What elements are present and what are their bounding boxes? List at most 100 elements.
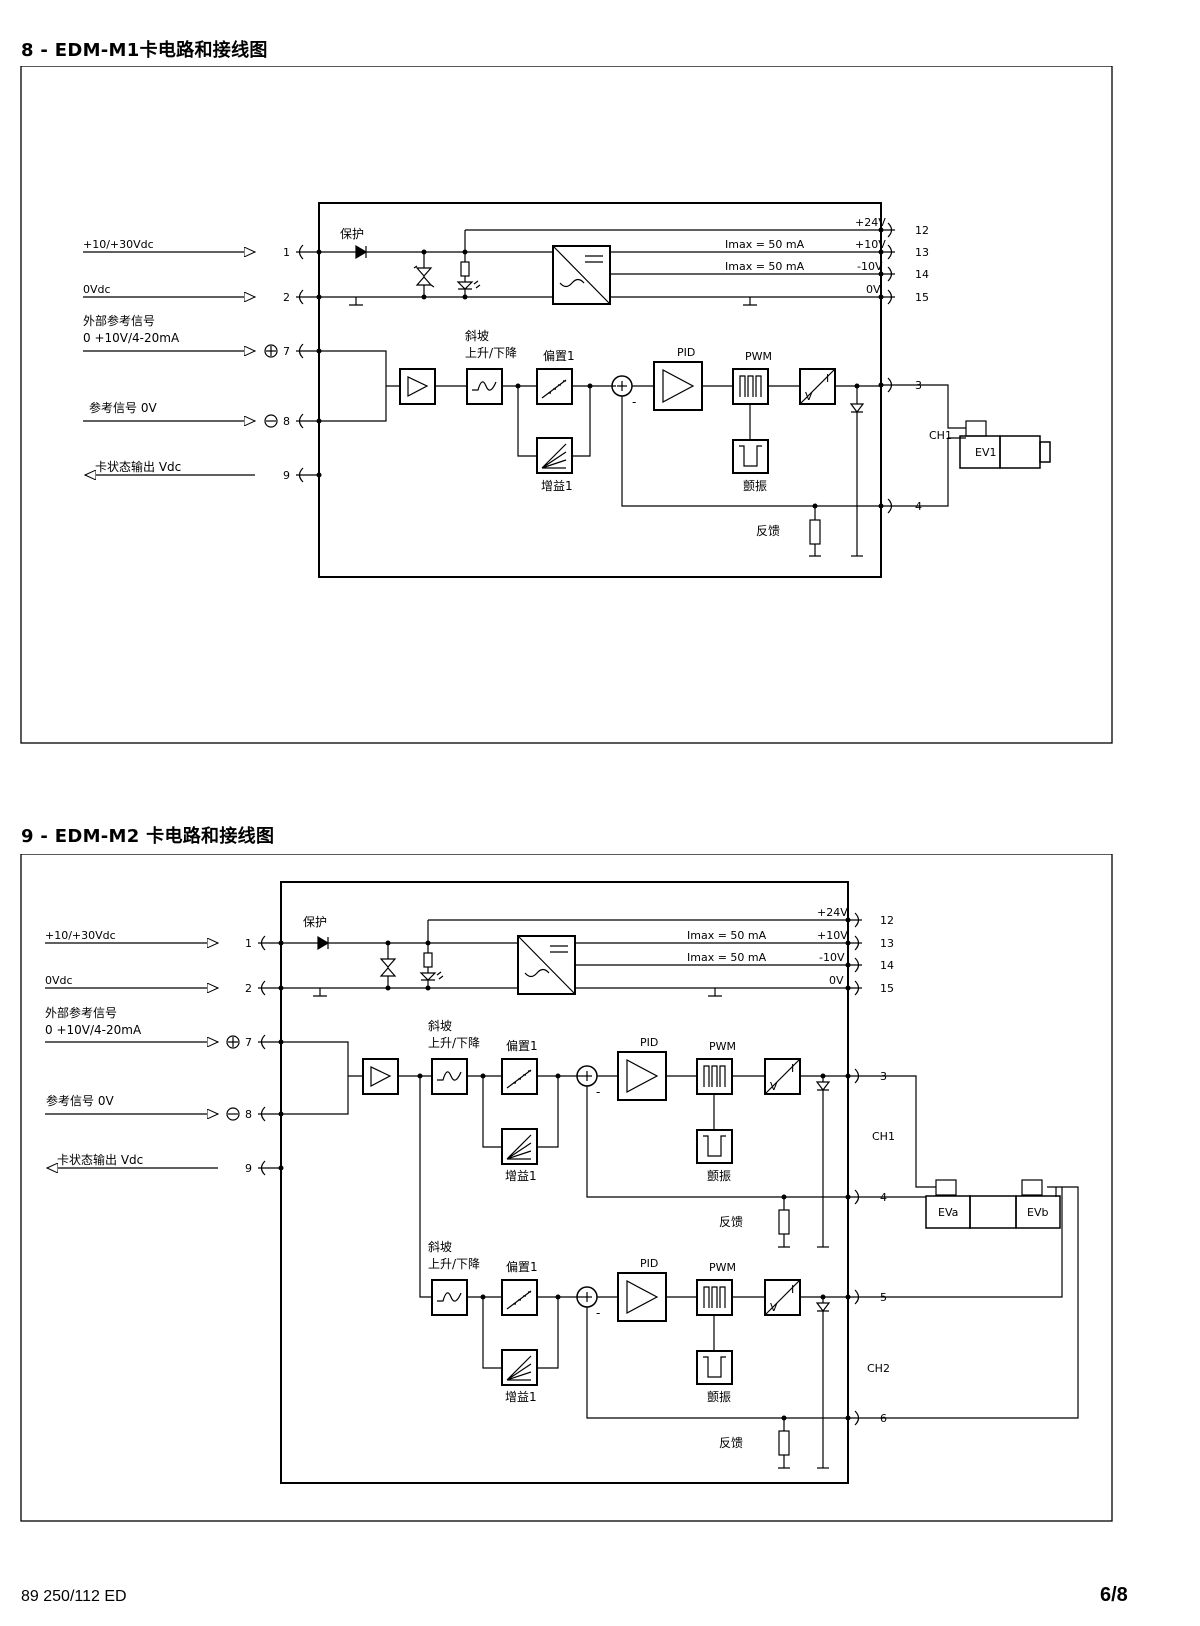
protection-label-2: 保护 <box>303 915 327 929</box>
terminal-9-label: 9 <box>283 469 290 482</box>
terminal-3-label: 3 <box>915 379 922 392</box>
feedback-resistor-1 <box>809 519 821 545</box>
pwm-block-b <box>696 1279 733 1316</box>
minus-symbol-circle <box>264 414 278 428</box>
offset-label-a: 偏置1 <box>506 1038 538 1053</box>
imax2-label: Imax = 50 mA <box>725 260 805 273</box>
ramp-block-b <box>431 1279 468 1316</box>
ramp-block-a <box>431 1058 468 1095</box>
eva-label: EVa <box>938 1206 958 1219</box>
terminal-1-label-2: 1 <box>245 937 252 950</box>
gain-block-a <box>501 1128 538 1165</box>
terminal-7-label: 7 <box>283 345 290 358</box>
minus-sign-a: - <box>596 1085 600 1099</box>
pwm-label-b: PWM <box>709 1261 736 1274</box>
protection-diode-2 <box>317 935 330 951</box>
ch1-label: CH1 <box>929 429 952 442</box>
section-title-edm-m1: 8 - EDM-M1卡电路和接线图 <box>21 40 268 61</box>
terminal-13-label-2: 13 <box>880 937 894 950</box>
offset-block-a <box>501 1058 538 1095</box>
terminal-2-connector <box>296 289 319 305</box>
eva-connector <box>935 1179 957 1196</box>
terminal-7-label-2: 7 <box>245 1036 252 1049</box>
ext-ref-label: 外部参考信号 <box>83 313 155 328</box>
minus10-label: -10V <box>857 260 883 273</box>
terminal-13-label: 13 <box>915 246 929 259</box>
terminal-15-label-2: 15 <box>880 982 894 995</box>
gain-block-1 <box>536 437 573 474</box>
led-resistor <box>460 261 470 277</box>
evb-connector <box>1021 1179 1043 1196</box>
terminal-9-label-2: 9 <box>245 1162 252 1175</box>
vi-i-label-a: I <box>791 1062 794 1075</box>
terminal-14-label: 14 <box>915 268 929 281</box>
pid-block-b <box>617 1272 667 1322</box>
terminal-4-label: 4 <box>915 500 922 513</box>
minus10-label-2: -10V <box>819 951 845 964</box>
terminal-1-label: 1 <box>283 246 290 259</box>
zero-v-label-2: 0V <box>829 974 844 987</box>
terminal-14-label-2: 14 <box>880 959 894 972</box>
ramp-label-a: 斜坡 <box>428 1019 452 1033</box>
offset-block-b <box>501 1279 538 1316</box>
pid-block-1 <box>653 361 703 411</box>
vi-i-label: I <box>826 372 829 385</box>
terminal-4-label-2: 4 <box>880 1191 887 1204</box>
card-box-2 <box>280 881 849 1484</box>
clamp-diode-1 <box>849 403 865 413</box>
terminal-15-label: 15 <box>915 291 929 304</box>
vi-v-label-b: V <box>770 1301 778 1314</box>
terminal-3-label-2: 3 <box>880 1070 887 1083</box>
plus10-label-2: +10V <box>817 929 848 942</box>
pwm-block-1 <box>732 368 769 405</box>
evb-coil <box>1015 1195 1061 1229</box>
dither-block-a <box>696 1129 733 1164</box>
gain-label-a: 增益1 <box>505 1169 537 1183</box>
ramp-updown-label-b: 上升/下降 <box>428 1257 480 1271</box>
vi-v-label-a: V <box>770 1080 778 1093</box>
pid-label-a: PID <box>640 1036 658 1049</box>
plus-symbol-circle <box>264 344 278 358</box>
zero-label-2: 0Vdc <box>45 974 73 987</box>
offset-label-b: 偏置1 <box>506 1259 538 1274</box>
ch1-label-2: CH1 <box>872 1130 895 1143</box>
ext-ref-range-label-2: 0 +10V/4-20mA <box>45 1023 142 1037</box>
led-indicator <box>456 281 474 290</box>
zener-diode <box>413 265 435 288</box>
supply-label: +10/+30Vdc <box>83 238 154 251</box>
ramp-updown-label: 上升/下降 <box>465 346 517 360</box>
gain-block-b <box>501 1349 538 1386</box>
feedback-resistor-a <box>778 1209 790 1235</box>
vi-i-label-b: I <box>791 1283 794 1296</box>
dither-block-b <box>696 1350 733 1385</box>
zero-v-label: 0V <box>866 283 881 296</box>
offset-block-1 <box>536 368 573 405</box>
pwm-label: PWM <box>745 350 772 363</box>
protection-label: 保护 <box>340 227 364 241</box>
ch2-label-2: CH2 <box>867 1362 890 1375</box>
led-indicator-2 <box>419 972 437 981</box>
zero-label: 0Vdc <box>83 283 111 296</box>
terminal-9-connector <box>296 467 319 483</box>
ref-0v-label-2: 参考信号 0V <box>46 1093 114 1108</box>
outer-frame-1 <box>20 66 1113 744</box>
dither-label-b: 颤振 <box>707 1390 731 1404</box>
pid-label: PID <box>677 346 695 359</box>
feedback-resistor-b <box>778 1430 790 1456</box>
terminal-12-label: 12 <box>915 224 929 237</box>
imax1-label-2: Imax = 50 mA <box>687 929 767 942</box>
imax1-label: Imax = 50 mA <box>725 238 805 251</box>
feedback-label-b: 反馈 <box>719 1436 743 1450</box>
supply-label-2: +10/+30Vdc <box>45 929 116 942</box>
zener-diode-2 <box>379 958 397 977</box>
minus-sign-b: - <box>596 1306 600 1320</box>
plus24-label-2: +24V <box>817 906 848 919</box>
plus24-label: +24V <box>855 216 886 229</box>
terminal-7-connector <box>296 343 319 359</box>
ev1-label: EV1 <box>975 446 996 459</box>
terminal-2-label: 2 <box>283 291 290 304</box>
ramp-label-b: 斜坡 <box>428 1240 452 1254</box>
feedback-label-a: 反馈 <box>719 1215 743 1229</box>
feedback-label: 反馈 <box>756 524 780 538</box>
ext-ref-range-label: 0 +10V/4-20mA <box>83 331 180 345</box>
